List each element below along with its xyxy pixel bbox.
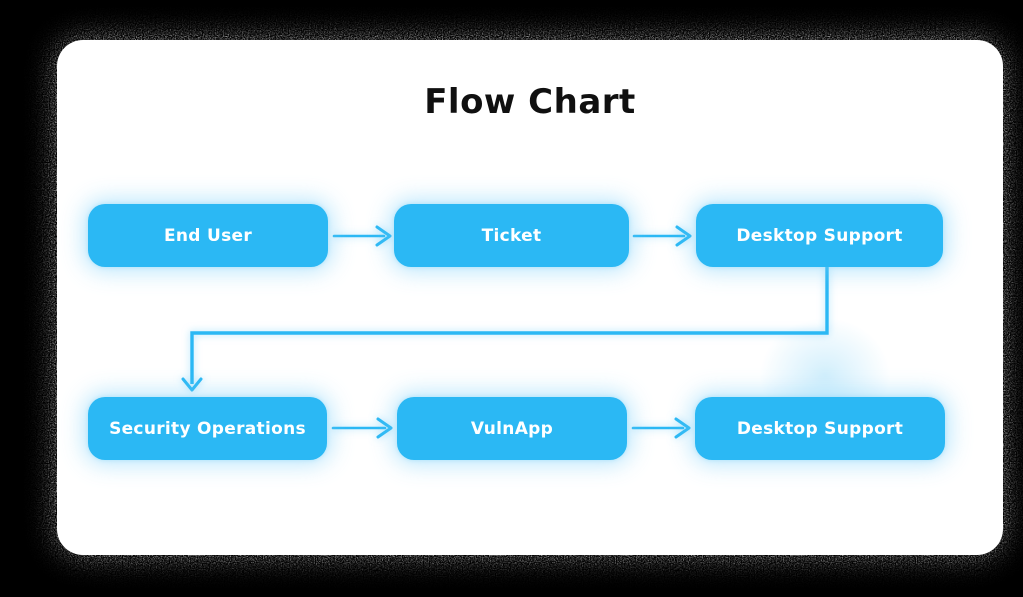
arrowhead [675,225,692,247]
flow-node-desktop-support-2: Desktop Support [695,397,945,460]
flow-node-end-user: End User [88,204,328,267]
flow-node-ticket: Ticket [394,204,629,267]
flow-node-label: Desktop Support [736,225,903,246]
edge-desktop-support-to-security-operations [181,267,829,392]
flow-node-label: Desktop Support [736,418,904,439]
edge-vulnapp-to-desktop-support [631,417,691,439]
flow-node-label: VulnApp [470,418,554,439]
arrowhead [674,417,691,439]
edge-end-user-to-ticket [332,225,392,247]
flowchart-card: Flow Chart End User Ticket Desktop Suppo… [57,40,1003,555]
flow-node-vulnapp: VulnApp [397,397,627,460]
arrowhead [375,225,392,247]
flow-node-label: End User [163,225,253,246]
page-title: Flow Chart [424,82,636,122]
arrowhead [376,417,393,439]
flow-node-desktop-support-1: Desktop Support [696,204,943,267]
flow-node-label: Security Operations [109,418,306,439]
flow-node-label: Ticket [481,225,542,246]
edge-ticket-to-desktop-support [632,225,692,247]
edge-security-operations-to-vulnapp [331,417,393,439]
arrowhead [181,377,203,392]
flow-node-security-operations: Security Operations [88,397,327,460]
elbow-connector [190,267,829,384]
